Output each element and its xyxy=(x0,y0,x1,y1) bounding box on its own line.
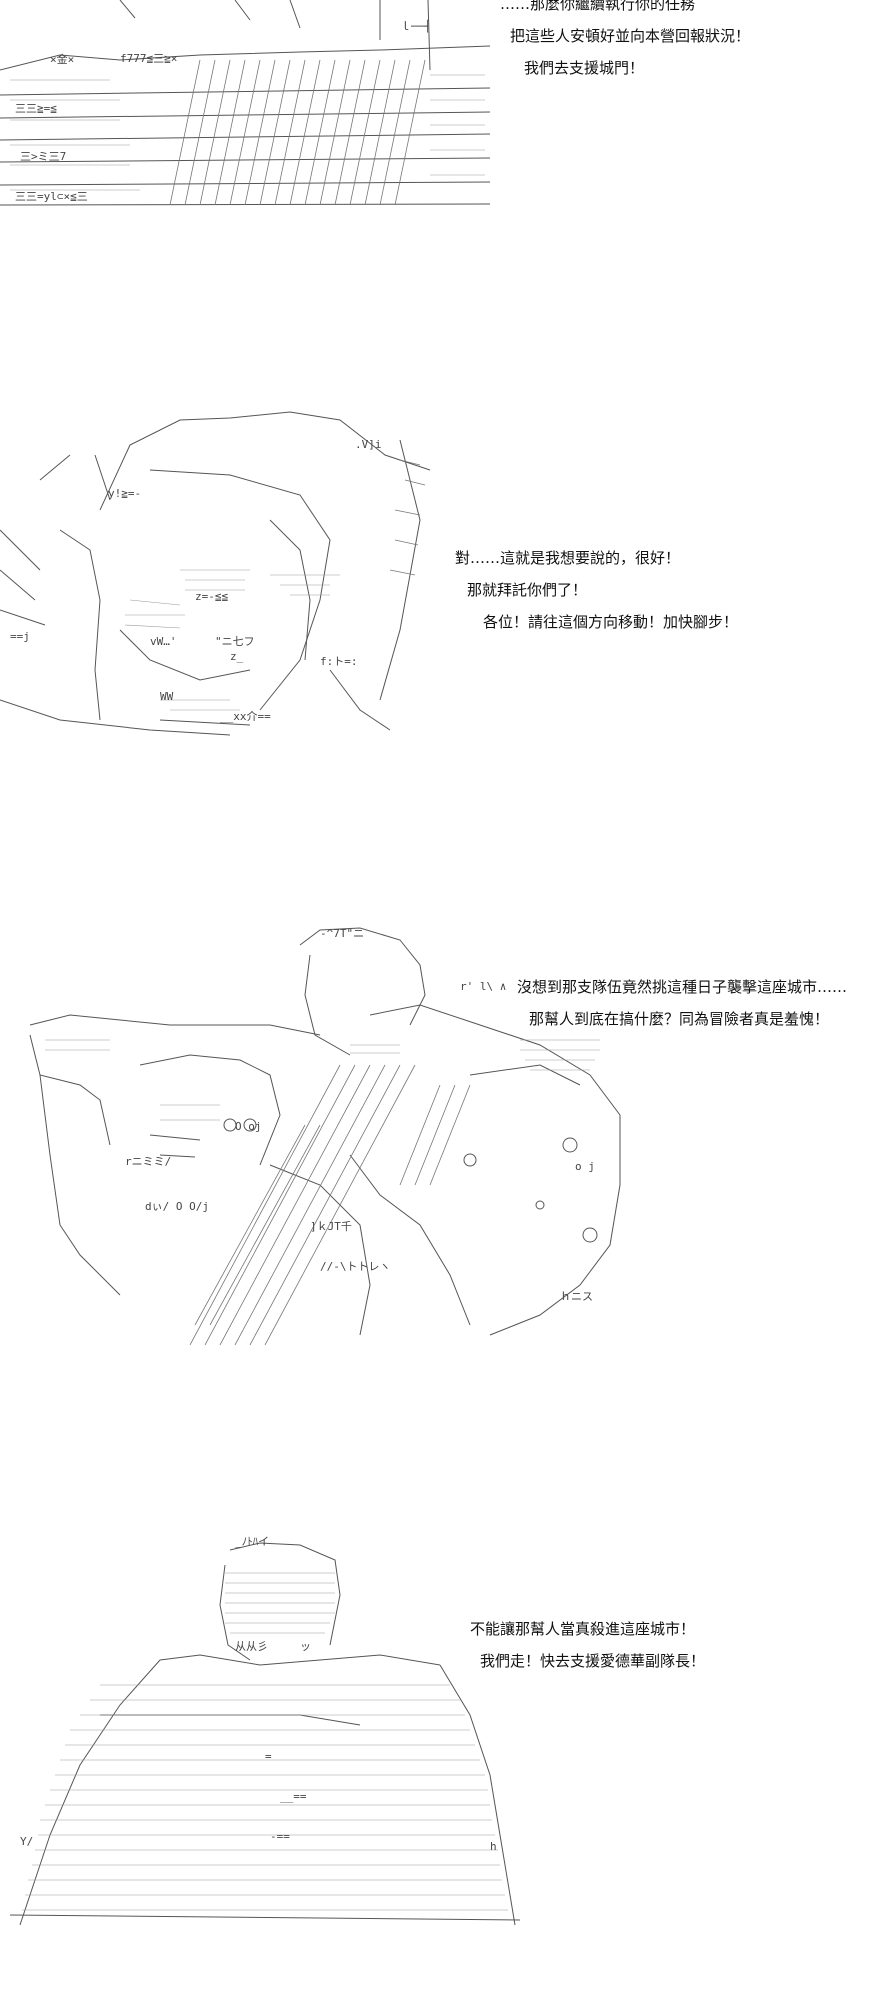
svg-text:三>ミ三7: 三>ミ三7 xyxy=(20,150,66,163)
ascii-art-armored-soldier: _ﾉﾄﾊイ 从从彡 ッ = __== -== Y/ h xyxy=(0,1535,530,1930)
svg-text:ｌ──┤: ｌ──┤ xyxy=(400,19,431,33)
svg-text:y!≧=-: y!≧=- xyxy=(108,487,141,500)
dialogue-line: ……那麼你繼續執行你的任務 xyxy=(500,0,696,13)
svg-text:ッ: ッ xyxy=(300,1640,311,1653)
svg-text:vW…': vW…' xyxy=(150,635,177,648)
dialogue-line: 不能讓那幫人當真殺進這座城市！ xyxy=(470,1620,696,1638)
panel-2: y!≧=- z=-≦≦ vW…' "ニ七フ f:ト=: WW z_ .V]i =… xyxy=(0,400,885,740)
svg-text:dぃ/ O O/j: dぃ/ O O/j xyxy=(145,1200,209,1213)
dialogue-line: 沒想到那支隊伍竟然挑這種日子襲擊這座城市…… xyxy=(517,978,848,996)
svg-text:z=-≦≦: z=-≦≦ xyxy=(195,590,228,603)
panel-1: ×金× f777≦三≧× 三三≧=≦ 三>ミ三7 三三=yl⊂×≦三 ｌ──┤ … xyxy=(0,0,885,230)
dialogue-line: 那幫人到底在搞什麼？同為冒險者真是羞愧！ xyxy=(529,1010,830,1028)
svg-text:WW: WW xyxy=(160,690,174,703)
svg-text:Y/: Y/ xyxy=(20,1835,33,1848)
svg-text:O oj: O oj xyxy=(235,1120,262,1133)
svg-text:"ニ七フ: "ニ七フ xyxy=(215,635,255,648)
panel-2-dialogue: 對……這就是我想要說的，很好！ 那就拜託你們了！ 各位！請往這個方向移動！加快腳… xyxy=(455,548,738,631)
panel-4: _ﾉﾄﾊイ 从从彡 ッ = __== -== Y/ h 不能讓那幫人當真殺進這座… xyxy=(0,1535,885,1930)
svg-text:f:ト=:: f:ト=: xyxy=(320,655,358,668)
svg-text:=: = xyxy=(265,1750,272,1763)
panel-3-dialogue: 沒想到那支隊伍竟然挑這種日子襲擊這座城市…… 那幫人到底在搞什麼？同為冒險者真是… xyxy=(517,977,848,1028)
svg-text:r' l\ ∧: r' l\ ∧ xyxy=(460,980,506,993)
svg-text:]ｋJT千: ]ｋJT千 xyxy=(310,1220,352,1233)
dialogue-line: 把這些人安頓好並向本營回報狀況！ xyxy=(510,27,751,45)
dialogue-line: 各位！請往這個方向移動！加快腳步！ xyxy=(483,613,739,631)
svg-text://-\トトレヽ: //-\トトレヽ xyxy=(320,1260,391,1273)
svg-text:rニミミ/: rニミミ/ xyxy=(125,1155,171,1168)
svg-text:f777≦三≧×: f777≦三≧× xyxy=(120,52,177,65)
dialogue-line: 對……這就是我想要說的，很好！ xyxy=(455,549,681,567)
svg-text:三三≧=≦: 三三≧=≦ xyxy=(15,102,57,115)
svg-text:.V]i: .V]i xyxy=(355,438,382,451)
svg-text:三三=yl⊂×≦三: 三三=yl⊂×≦三 xyxy=(15,190,88,203)
panel-1-dialogue: ……那麼你繼續執行你的任務 把這些人安頓好並向本營回報狀況！ 我們去支援城門！ xyxy=(500,0,750,77)
svg-text:从从彡: 从从彡 xyxy=(235,1640,268,1653)
svg-text:-==: -== xyxy=(270,1830,290,1843)
ascii-art-city-wall: ×金× f777≦三≧× 三三≧=≦ 三>ミ三7 三三=yl⊂×≦三 ｌ──┤ xyxy=(0,0,490,215)
ascii-art-fighting-characters: -^7T"ニ r' l\ ∧ O oj rニミミ/ dぃ/ O O/j ]ｋJT… xyxy=(20,925,640,1345)
svg-text:×金×: ×金× xyxy=(50,52,74,66)
dialogue-line: 那就拜託你們了！ xyxy=(467,581,588,599)
svg-text:_ﾉﾄﾊイ: _ﾉﾄﾊイ xyxy=(235,1535,269,1548)
svg-text:==j: ==j xyxy=(10,630,30,643)
dialogue-line: 我們走！快去支援愛德華副隊長！ xyxy=(480,1652,706,1670)
svg-text:__==: __== xyxy=(280,1790,307,1803)
panel-3: -^7T"ニ r' l\ ∧ O oj rニミミ/ dぃ/ O O/j ]ｋJT… xyxy=(0,925,885,1355)
panel-4-dialogue: 不能讓那幫人當真殺進這座城市！ 我們走！快去支援愛德華副隊長！ xyxy=(470,1619,705,1670)
svg-text:-^7T"ニ: -^7T"ニ xyxy=(320,927,364,940)
dialogue-line: 我們去支援城門！ xyxy=(524,59,645,77)
svg-text:__xx介==: __xx介== xyxy=(220,710,271,723)
svg-text:o j: o j xyxy=(575,1160,595,1173)
svg-text:z_: z_ xyxy=(230,650,244,663)
svg-text:ｈニス: ｈニス xyxy=(560,1290,593,1303)
svg-text:h: h xyxy=(490,1840,497,1853)
ascii-art-beast-character: y!≧=- z=-≦≦ vW…' "ニ七フ f:ト=: WW z_ .V]i =… xyxy=(0,400,445,740)
